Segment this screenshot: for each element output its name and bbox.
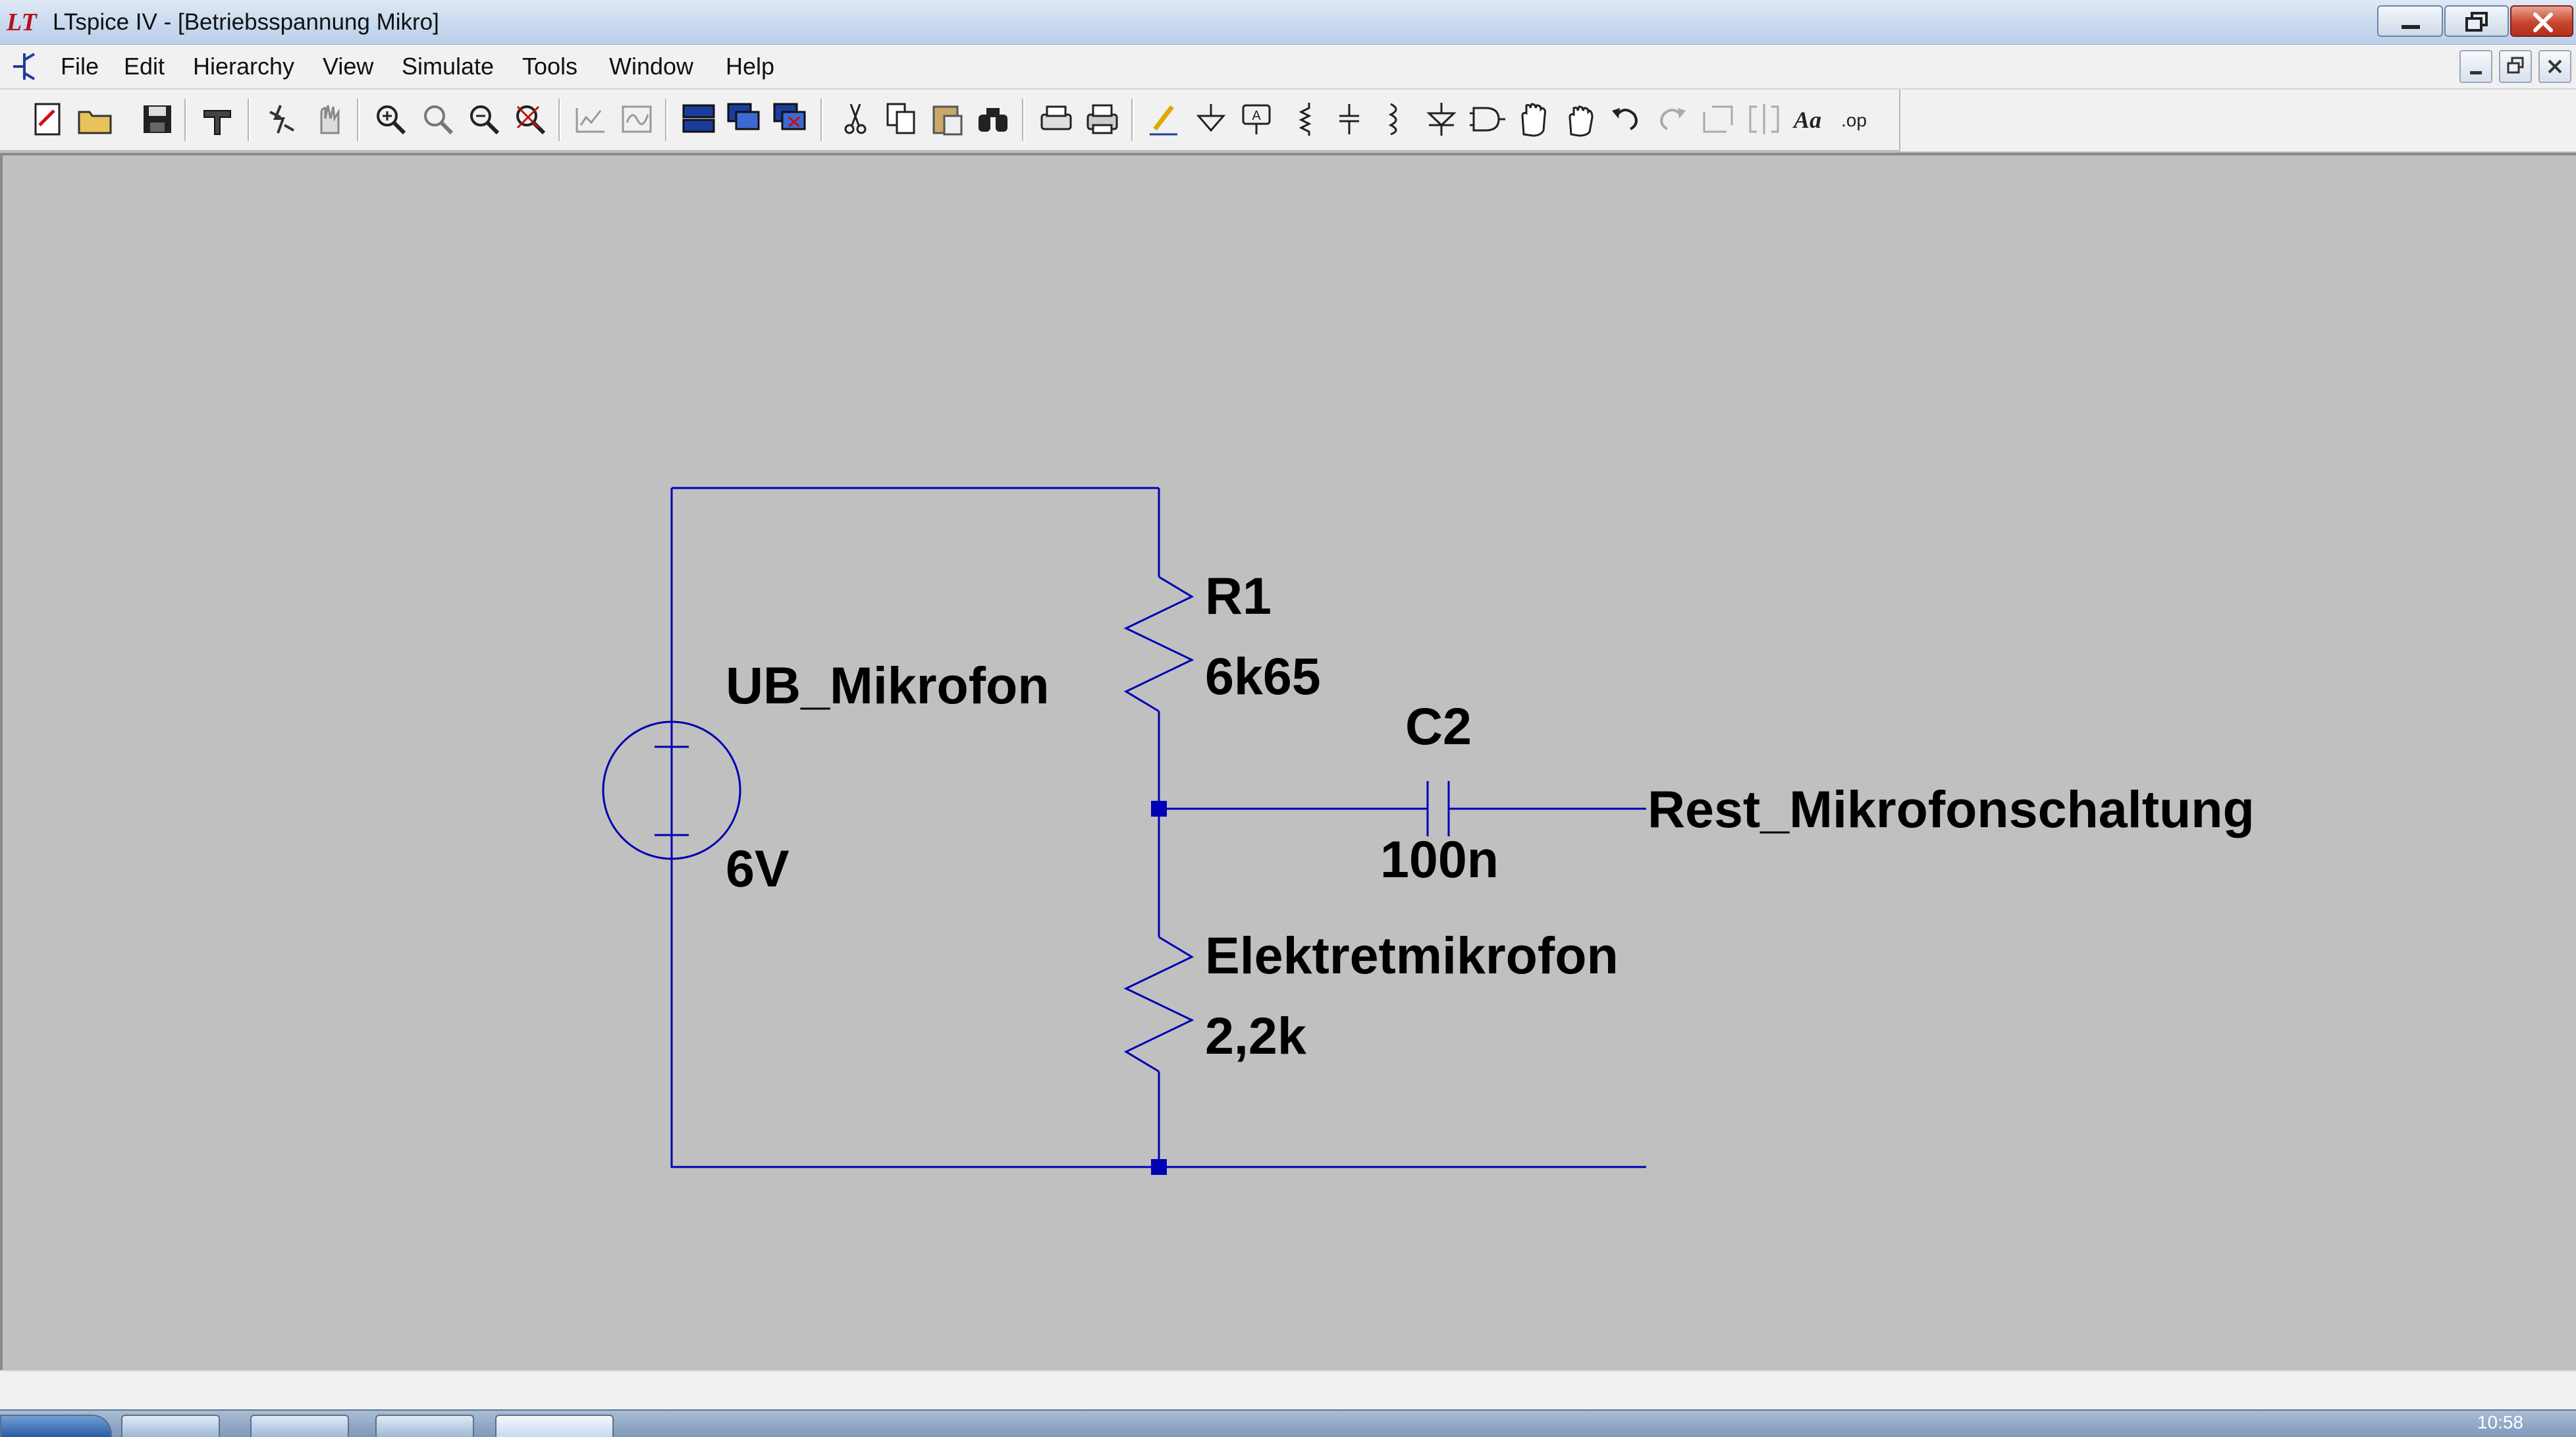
zoom-fit-icon[interactable] xyxy=(510,99,550,140)
mirror-icon[interactable] xyxy=(1744,99,1784,140)
paste-icon[interactable] xyxy=(927,99,968,140)
start-button[interactable] xyxy=(0,1415,112,1437)
taskbar-clock[interactable]: 10:58 xyxy=(2477,1412,2523,1432)
menu-hierarchy[interactable]: Hierarchy xyxy=(193,53,295,80)
component-icon[interactable] xyxy=(1467,99,1508,140)
print-setup-icon[interactable] xyxy=(1036,99,1077,140)
mdi-minimize-button[interactable] xyxy=(2459,50,2492,83)
find-icon[interactable] xyxy=(973,99,1014,140)
menu-tools[interactable]: Tools xyxy=(522,53,578,80)
svg-text:A: A xyxy=(1252,109,1261,123)
move-icon[interactable] xyxy=(1513,99,1554,140)
elektret-value-label[interactable]: 2,2k xyxy=(1205,1006,1307,1065)
minimize-icon xyxy=(2402,25,2420,29)
c2-value-label[interactable]: 100n xyxy=(1380,830,1499,888)
window-title: LTspice IV - [Betriebsspannung Mikro] xyxy=(53,9,439,35)
inductor-icon[interactable] xyxy=(1375,99,1416,140)
junction-dot xyxy=(1151,801,1167,817)
print-icon[interactable] xyxy=(1083,99,1123,140)
undo-icon[interactable] xyxy=(1605,99,1646,140)
resistor-r1-symbol xyxy=(1123,576,1194,713)
zoom-area-icon[interactable] xyxy=(417,99,458,140)
run-icon[interactable] xyxy=(261,99,302,140)
copy-icon[interactable] xyxy=(881,99,922,140)
taskbar-explorer-button[interactable] xyxy=(250,1415,349,1437)
menu-window[interactable]: Window xyxy=(609,53,694,80)
r1-name-label[interactable]: R1 xyxy=(1205,566,1272,625)
taskbar: 10:58 xyxy=(0,1409,2576,1437)
c2-name-label[interactable]: C2 xyxy=(1405,697,1472,755)
title-bar: LT LTspice IV - [Betriebsspannung Mikro] xyxy=(0,0,2576,45)
mdi-close-button[interactable] xyxy=(2538,50,2571,83)
drag-icon[interactable] xyxy=(1559,99,1600,140)
svg-text:Aa: Aa xyxy=(1792,107,1821,133)
menu-help[interactable]: Help xyxy=(726,53,775,80)
toolbar: A Aa .op xyxy=(0,90,1900,151)
status-bar xyxy=(0,1370,2576,1411)
redo-icon[interactable] xyxy=(1651,99,1692,140)
rotate-icon[interactable] xyxy=(1698,99,1738,140)
schematic-drawing: UB_Mikrofon 6V R1 6k65 C2 100n Rest_Mikr… xyxy=(602,487,2255,1175)
taskbar-ltspice-button[interactable] xyxy=(495,1415,614,1437)
capacitor-c2-symbol xyxy=(1426,781,1450,836)
minimize-icon xyxy=(2470,71,2482,74)
menu-view[interactable]: View xyxy=(323,53,374,80)
taskbar-browser-button[interactable] xyxy=(121,1415,220,1437)
cut-icon[interactable] xyxy=(835,99,876,140)
taskbar-app-button[interactable] xyxy=(375,1415,474,1437)
spice-directive-icon[interactable]: .op xyxy=(1836,99,1877,140)
source-name-label[interactable]: UB_Mikrofon xyxy=(726,656,1050,715)
minimize-button[interactable] xyxy=(2377,5,2443,37)
text-icon[interactable]: Aa xyxy=(1790,99,1831,140)
restore-button[interactable] xyxy=(2444,5,2509,37)
restore-icon xyxy=(2465,12,2488,32)
halt-icon[interactable] xyxy=(308,99,349,140)
waveform-icon[interactable] xyxy=(616,99,657,140)
ltspice-logo-icon[interactable]: LT xyxy=(7,9,37,36)
schematic-canvas[interactable]: UB_Mikrofon 6V R1 6k65 C2 100n Rest_Mikr… xyxy=(0,153,2576,1370)
elektret-name-label[interactable]: Elektretmikrofon xyxy=(1205,926,1619,985)
mdi-restore-button[interactable] xyxy=(2499,50,2532,83)
tile-horizontal-icon[interactable] xyxy=(678,99,719,140)
plus-sign xyxy=(655,730,689,764)
net-label[interactable]: Rest_Mikrofonschaltung xyxy=(1648,780,2255,838)
draw-wire-icon[interactable] xyxy=(1144,99,1185,140)
toolbar-empty-area xyxy=(1900,90,2576,153)
autorange-icon[interactable] xyxy=(570,99,611,140)
new-schematic-icon[interactable] xyxy=(28,99,68,140)
close-button[interactable] xyxy=(2510,5,2573,37)
save-icon[interactable] xyxy=(137,99,178,140)
close-icon xyxy=(2548,59,2562,74)
close-icon xyxy=(2533,13,2553,32)
menu-file[interactable]: File xyxy=(61,53,99,80)
menu-edit[interactable]: Edit xyxy=(124,53,165,80)
resistor-elektret-symbol xyxy=(1123,936,1194,1073)
zoom-in-icon[interactable] xyxy=(370,99,411,140)
cascade-icon[interactable] xyxy=(724,99,765,140)
diode-icon[interactable] xyxy=(1421,99,1462,140)
capacitor-icon[interactable] xyxy=(1329,99,1370,140)
ground-icon[interactable] xyxy=(1191,99,1231,140)
open-icon[interactable] xyxy=(75,99,116,140)
control-panel-icon[interactable] xyxy=(198,99,238,140)
source-value-label[interactable]: 6V xyxy=(726,839,790,898)
svg-text:.op: .op xyxy=(1841,110,1867,130)
junction-dot xyxy=(1151,1159,1167,1175)
restore-icon xyxy=(2507,57,2524,74)
r1-value-label[interactable]: 6k65 xyxy=(1205,647,1321,705)
close-windows-icon[interactable] xyxy=(770,99,811,140)
menu-bar: File Edit Hierarchy View Simulate Tools … xyxy=(0,45,2576,90)
resistor-icon[interactable] xyxy=(1283,99,1324,140)
zoom-out-icon[interactable] xyxy=(464,99,504,140)
label-net-icon[interactable]: A xyxy=(1237,99,1277,140)
schematic-doc-icon[interactable] xyxy=(8,50,41,83)
menu-simulate[interactable]: Simulate xyxy=(402,53,495,80)
